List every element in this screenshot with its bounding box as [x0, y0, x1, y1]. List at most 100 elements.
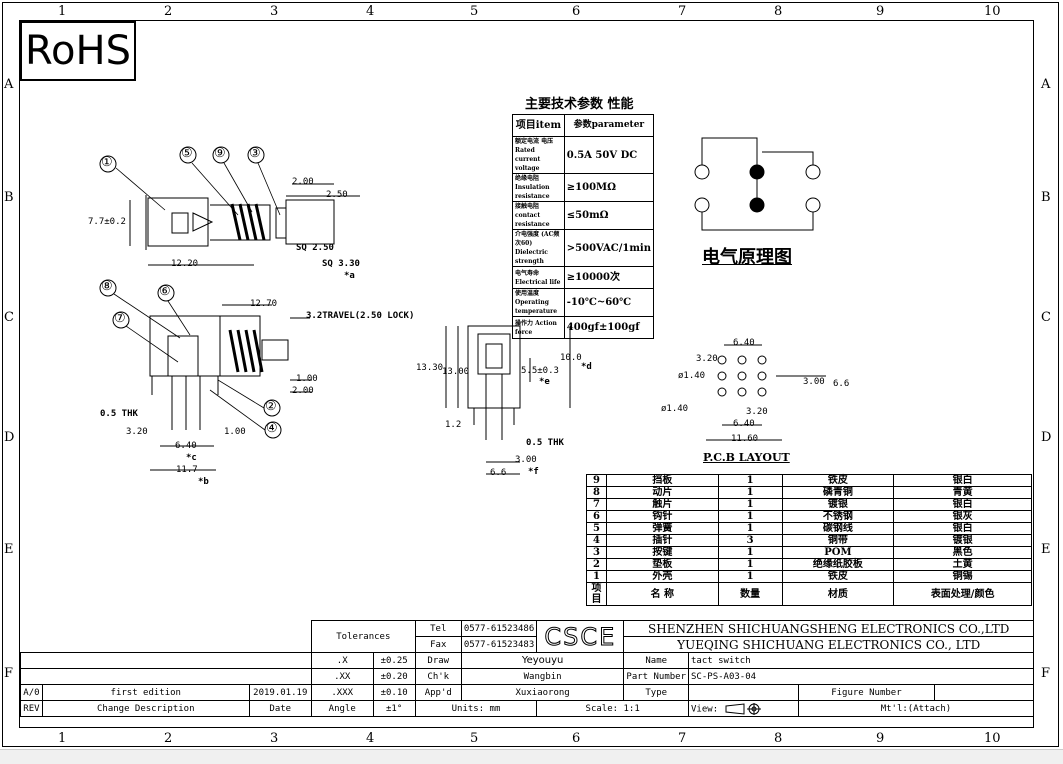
rev-date-label: Date [248, 700, 312, 717]
balloon-5: ⑤ [181, 146, 193, 161]
specs-row-label: 额定电流 电压 Rated current voltage [512, 136, 565, 174]
bom-material: 磷青铜 [781, 486, 895, 499]
specs-row-value: ≥100MΩ [563, 173, 655, 202]
rev-a: A/0 [20, 684, 43, 701]
dim-travel: 3.2TRAVEL(2.50 LOCK) [306, 311, 415, 321]
bom-no: 3 [586, 546, 607, 559]
projection-symbol-icon [725, 702, 761, 715]
bom-qty: 3 [717, 534, 783, 547]
bom-no: 8 [586, 486, 607, 499]
company-name-1: SHENZHEN SHICHUANGSHENG ELECTRONICS CO.,… [623, 620, 1034, 637]
tol-x: .X [310, 652, 374, 669]
balloon-4: ④ [266, 421, 278, 436]
bom-material: 镀银 [781, 498, 895, 511]
scale-label: Scale: 1:1 [536, 700, 690, 717]
specs-table: 项目item 参数parameter 额定电流 电压 Rated current… [512, 114, 655, 339]
bom-material: 绝缘纸胶板 [781, 558, 895, 571]
zone-col-5-top: 5 [470, 4, 479, 19]
specs-header-item: 项目item [512, 114, 565, 137]
bom-name: 触片 [605, 498, 719, 511]
bom-no: 6 [586, 510, 607, 523]
specs-row-label: 接触电阻 contact resistance [512, 201, 565, 230]
tel-value: 0577-61523486 [460, 620, 538, 637]
bom-name: 外壳 [605, 570, 719, 583]
zone-col-1-bottom: 1 [58, 731, 67, 746]
dim-0-5-thk: 0.5 THK [100, 409, 138, 419]
balloon-7: ⑦ [114, 311, 126, 326]
bom-qty: 1 [717, 546, 783, 559]
balloon-8: ⑧ [101, 279, 113, 294]
name-value: tact switch [688, 652, 1034, 669]
dim-2-00b: 2.00 [292, 386, 314, 396]
bom-material: 不锈钢 [781, 510, 895, 523]
zone-row-F-right: F [1041, 666, 1051, 681]
bom-name: 按键 [605, 546, 719, 559]
pcb-dim-6-40-bottom: 6.40 [733, 419, 755, 429]
dim-1-00: 1.00 [296, 374, 318, 384]
bom-no: 5 [586, 522, 607, 535]
bom-no: 7 [586, 498, 607, 511]
zone-row-E-right: E [1041, 542, 1051, 557]
dim-6-40: 6.40 [175, 441, 197, 451]
type-label: Type [623, 684, 690, 701]
appd-value: Xuxiaorong [460, 684, 625, 701]
pcb-dim-6-40-top: 6.40 [733, 338, 755, 348]
specs-row-value: ≤50mΩ [563, 201, 655, 230]
zone-col-8-bottom: 8 [774, 731, 783, 746]
dim-f: *f [528, 467, 539, 477]
zone-col-7-bottom: 7 [678, 731, 687, 746]
zone-col-10-top: 10 [984, 4, 1001, 19]
specs-row-label: 电气寿命 Electrical life [512, 266, 565, 289]
balloon-3: ③ [249, 146, 261, 161]
balloon-6: ⑥ [159, 284, 171, 299]
pcb-dim-3-20-top: 3.20 [696, 354, 718, 364]
dim-1-00b: 1.00 [224, 427, 246, 437]
view-label-text: View: [691, 704, 719, 714]
dim-13-00: 13.00 [442, 367, 470, 377]
bom-name: 动片 [605, 486, 719, 499]
bom-header-row: 项目 名 称 数量 材质 表面处理/颜色 [586, 582, 1032, 606]
zone-col-5-bottom: 5 [470, 731, 479, 746]
bom-qty: 1 [717, 522, 783, 535]
bom-name: 钩针 [605, 510, 719, 523]
dim-d: *d [581, 362, 592, 372]
view-label: View: [688, 700, 799, 717]
bom-material: POM [781, 546, 895, 559]
zone-col-9-bottom: 9 [876, 731, 885, 746]
bom-material: 碳钢线 [781, 522, 895, 535]
bom-finish: 铜锡 [893, 570, 1032, 583]
bom-header-material: 材质 [781, 582, 895, 606]
dim-sq-3-30: SQ 3.30 [322, 259, 360, 269]
tolerances-label: Tolerances [310, 620, 416, 653]
bom-header-name: 名 称 [605, 582, 719, 606]
rev-a-desc: first edition [41, 684, 250, 701]
tol-xxx: .XXX [310, 684, 374, 701]
bom-finish: 镀银 [893, 534, 1032, 547]
dim-a: *a [344, 271, 355, 281]
bom-qty: 1 [717, 558, 783, 571]
draw-label: Draw [414, 652, 462, 669]
dim-10-0: 10.0 [560, 353, 582, 363]
specs-row-value: 400gf±100gf [563, 316, 655, 339]
dim-5-5: 5.5±0.3 [521, 366, 559, 376]
bom-qty: 1 [717, 474, 783, 487]
partno-label: Part Number [623, 668, 690, 685]
pcb-dim-3-00: 3.00 [803, 377, 825, 387]
rev-a-date: 2019.01.19 [248, 684, 312, 701]
zone-col-3-top: 3 [270, 4, 279, 19]
bom-no: 9 [586, 474, 607, 487]
specs-header-param: 参数parameter [563, 114, 655, 137]
bom-qty: 1 [717, 498, 783, 511]
schematic-title: 电气原理图 [702, 247, 792, 268]
pcb-dim-6-6: 6.6 [833, 379, 850, 389]
tol-x-value: ±0.25 [372, 652, 416, 669]
